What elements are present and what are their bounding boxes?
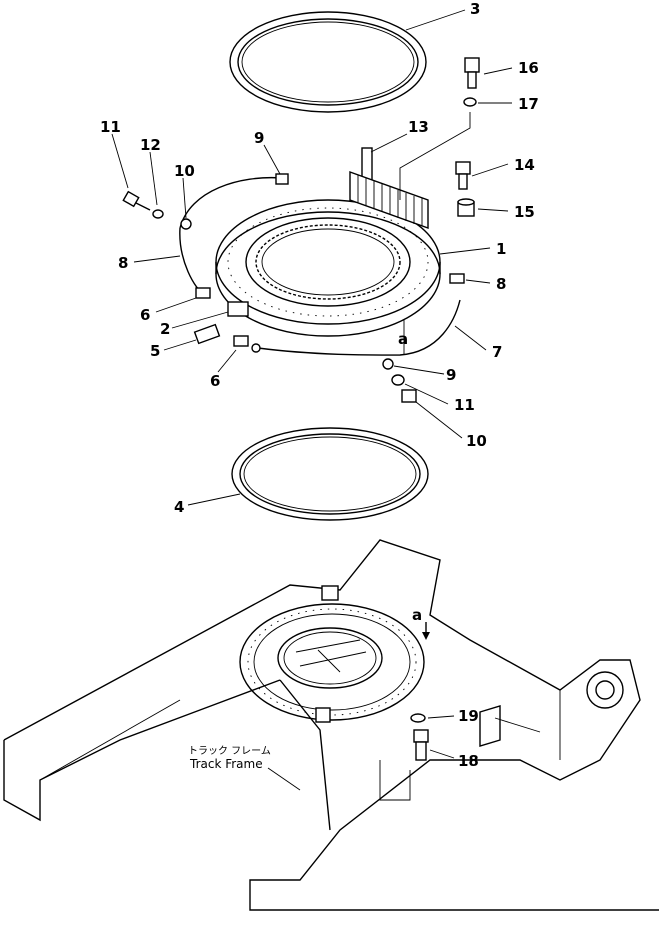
track-frame [3,539,659,911]
callout-6-upper: 6 [140,306,150,324]
callout-12: 12 [140,136,161,154]
callout-18: 18 [458,752,479,770]
callout-7: 7 [492,343,502,361]
callout-3: 3 [470,0,480,18]
track-frame-label-jp: トラック フレーム [188,745,271,757]
callout-9-lower: 9 [446,366,456,384]
marker-a-upper: a [398,330,408,348]
callout-10-upper: 10 [174,162,195,180]
callout-8-left: 8 [118,254,128,272]
callout-5: 5 [150,342,160,360]
seal-ring-upper [229,11,427,113]
track-frame-label-en: Track Frame [189,757,263,771]
callout-15: 15 [514,203,535,221]
callout-4: 4 [174,498,184,516]
callout-labels: 3 16 17 11 12 10 9 13 14 15 8 1 8 6 2 5 … [100,0,539,771]
callout-19: 19 [458,707,479,725]
swing-circle [215,199,441,337]
callout-13: 13 [408,118,429,136]
seal-ring-lower [231,427,429,521]
callout-11-upper: 11 [100,118,121,136]
callout-14: 14 [514,156,535,174]
marker-a-lower: a [412,606,422,624]
callout-16: 16 [518,59,539,77]
callout-17: 17 [518,95,539,113]
callout-9-upper: 9 [254,129,264,147]
pinion-section [349,147,429,229]
fittings [122,57,480,761]
callout-2: 2 [160,320,170,338]
leader-lines [111,9,541,791]
callout-1: 1 [496,240,506,258]
callout-10-lower: 10 [466,432,487,450]
callout-11-lower: 11 [454,396,475,414]
callout-8-right: 8 [496,275,506,293]
callout-6-lower: 6 [210,372,220,390]
